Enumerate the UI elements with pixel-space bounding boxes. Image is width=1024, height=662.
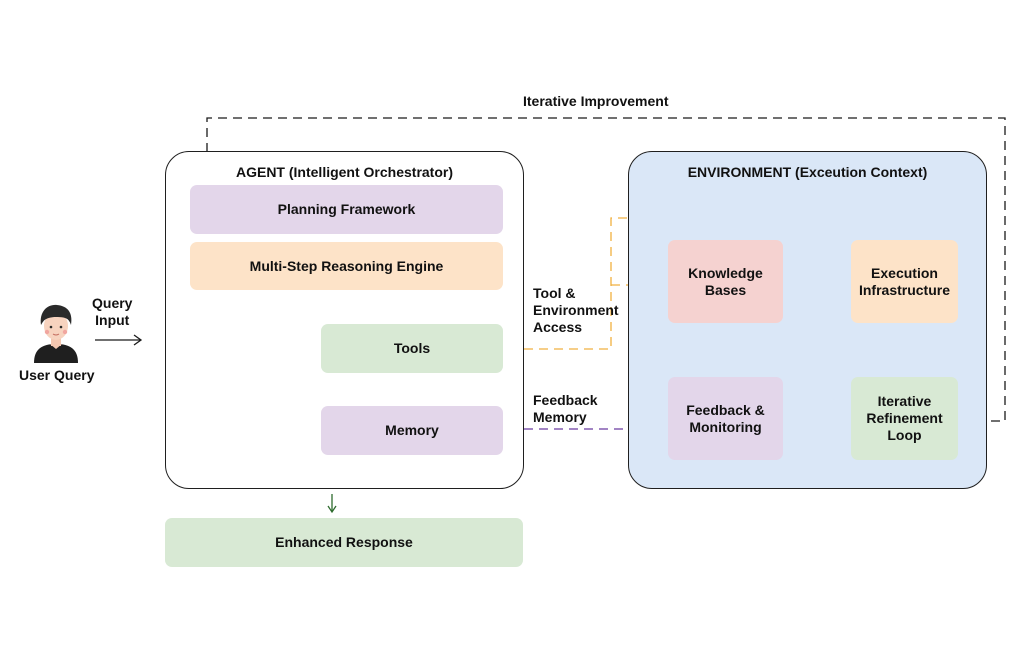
execution-infrastructure-box: Execution Infrastructure <box>851 240 958 323</box>
response-arrowhead <box>327 505 337 514</box>
enhanced-response-box: Enhanced Response <box>165 518 523 567</box>
user-query-label: User Query <box>19 367 95 383</box>
memory-box: Memory <box>321 406 503 455</box>
knowledge-bases-box: Knowledge Bases <box>668 240 783 323</box>
agent-title: AGENT (Intelligent Orchestrator) <box>235 164 454 180</box>
tool-environment-label: Tool & Environment Access <box>533 285 619 335</box>
reasoning-engine-box: Multi-Step Reasoning Engine <box>190 242 503 290</box>
user-avatar-icon <box>28 303 84 363</box>
feedback-monitoring-box: Feedback & Monitoring <box>668 377 783 460</box>
feedback-memory-label: Feedback Memory <box>533 392 598 425</box>
environment-title: ENVIRONMENT (Exceution Context) <box>687 164 928 180</box>
iterative-improvement-label: Iterative Improvement <box>523 93 669 109</box>
query-input-arrowhead <box>133 334 143 346</box>
iterative-refinement-box: Iterative Refinement Loop <box>851 377 958 460</box>
query-input-label: Query Input <box>92 295 133 328</box>
planning-framework-box: Planning Framework <box>190 185 503 234</box>
tools-box: Tools <box>321 324 503 373</box>
iterative-improvement-connector <box>206 117 1006 422</box>
